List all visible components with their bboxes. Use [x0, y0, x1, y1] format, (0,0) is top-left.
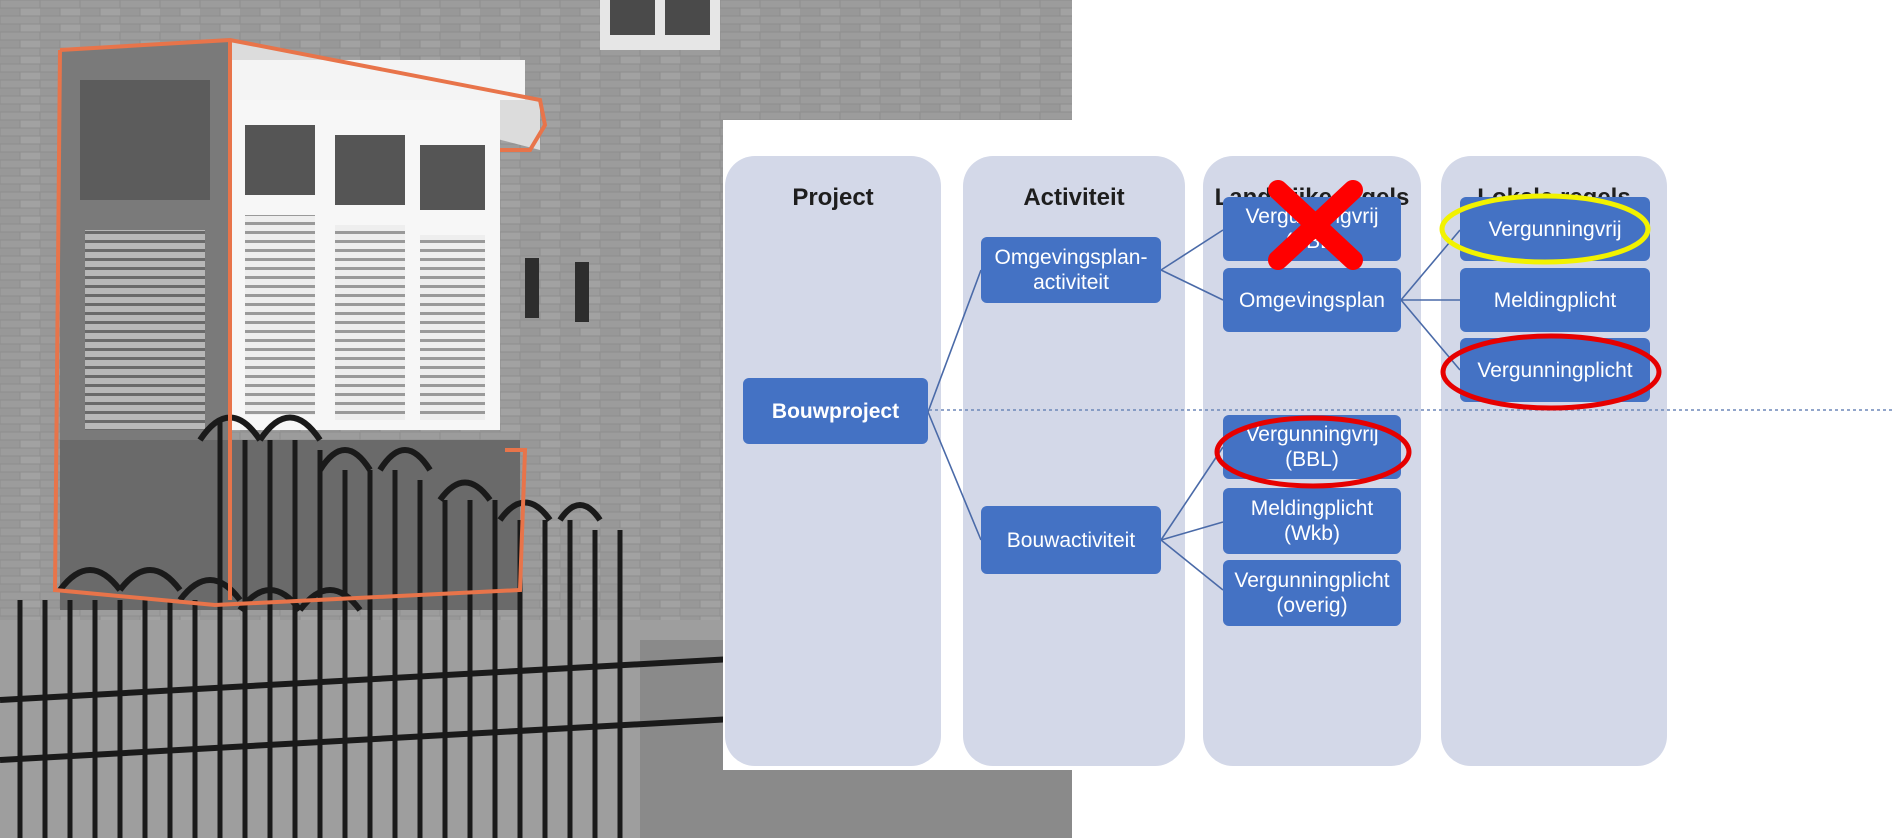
connector-line: [1160, 229, 1224, 271]
column-title: Activiteit: [1023, 184, 1125, 211]
box-bouwproject: Bouwproject: [743, 378, 928, 444]
column-title: Project: [792, 184, 874, 211]
red-highlight-circle-landelijk: [1214, 415, 1412, 489]
box-bouwactiviteit: Bouwactiviteit: [981, 506, 1161, 574]
box-landelijk-vergunningplicht-overig: Vergunningplicht (overig): [1223, 560, 1401, 626]
connector-line: [927, 411, 982, 541]
box-lokaal-vergunningplicht: Vergunningplicht: [1460, 338, 1650, 402]
red-highlight-circle-lokaal: [1440, 333, 1662, 411]
box-landelijk-meldingplicht-wkb: Meldingplicht (Wkb): [1223, 488, 1401, 554]
yellow-highlight-circle: [1439, 193, 1651, 265]
connector-line: [927, 269, 982, 413]
connector-line: [1160, 269, 1224, 301]
connector-line: [1160, 539, 1224, 591]
column-project: Project: [725, 156, 941, 766]
box-landelijk-omgevingsplan: Omgevingsplan: [1223, 268, 1401, 332]
cross-mark-icon: [1268, 180, 1363, 270]
diagram-panel: Project Activiteit Landelijke regels Lok…: [723, 120, 1895, 770]
box-lokaal-meldingplicht: Meldingplicht: [1460, 268, 1650, 332]
annotation-overlays: [1214, 180, 1662, 489]
connector-line: [1160, 446, 1224, 541]
box-omgevingsplan-activiteit: Omgevingsplan- activiteit: [981, 237, 1161, 303]
connector-line: [1160, 521, 1224, 541]
